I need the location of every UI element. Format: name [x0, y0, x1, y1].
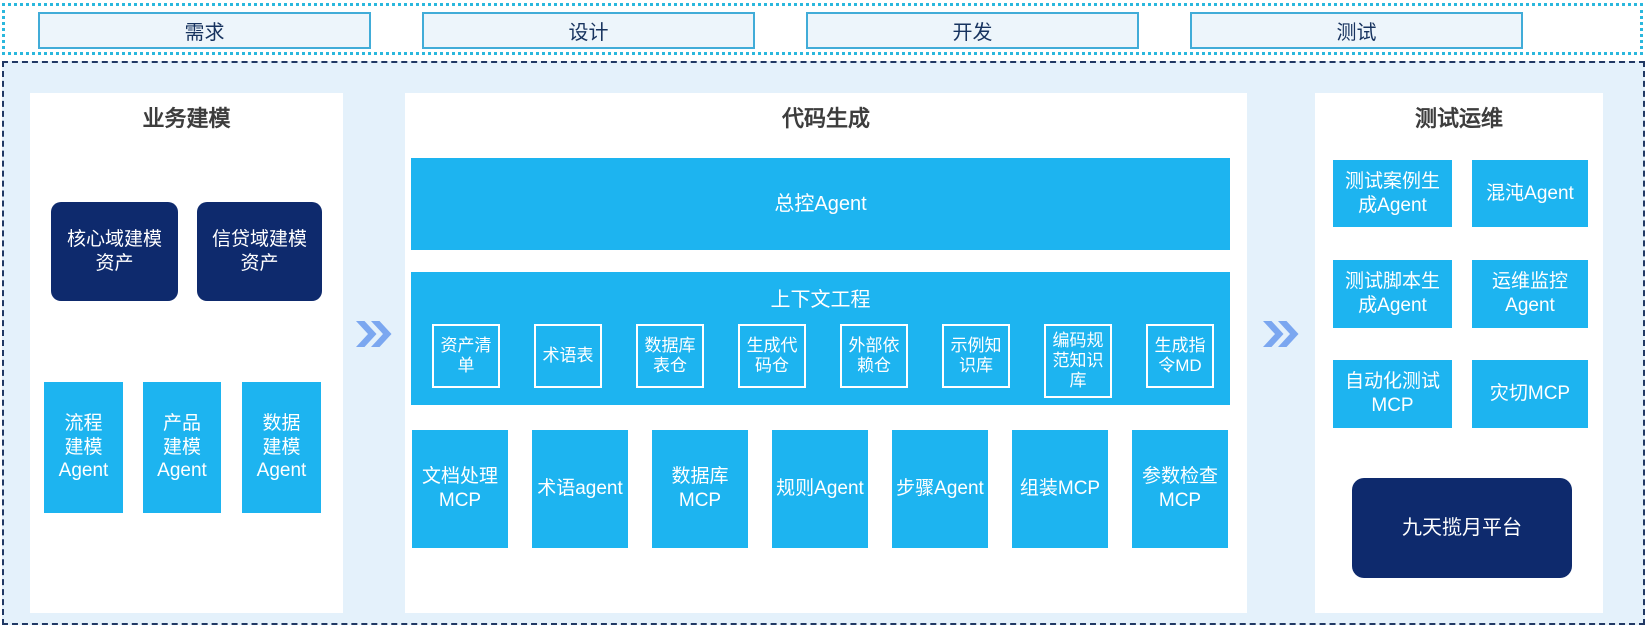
panel-code-generation: 代码生成 总控Agent 上下文工程 资产清 单 术语表 数据库 表仓 生成代 … [405, 93, 1247, 613]
box-rule-agent: 规则Agent [772, 430, 868, 548]
box-chaos-agent: 混沌Agent [1472, 160, 1588, 227]
box-process-modeling-agent: 流程 建模 Agent [44, 382, 123, 513]
box-parameter-check-mcp: 参数检查 MCP [1132, 430, 1228, 548]
box-ops-monitoring-agent: 运维监控 Agent [1472, 260, 1588, 328]
box-terminology-agent: 术语agent [532, 430, 628, 548]
context-engineering-title: 上下文工程 [770, 289, 871, 311]
box-test-case-generation-agent: 测试案例生 成Agent [1333, 160, 1452, 227]
box-disaster-switch-mcp: 灾切MCP [1472, 360, 1588, 428]
stage-design: 设计 [422, 12, 755, 49]
box-external-dependency-repo: 外部依 赖仓 [840, 324, 908, 388]
box-master-control-agent: 总控Agent [411, 158, 1230, 250]
box-database-table-repo: 数据库 表仓 [636, 324, 704, 388]
box-generated-code-repo: 生成代 码仓 [738, 324, 806, 388]
box-credit-domain-modeling-assets: 信贷域建模 资产 [197, 202, 322, 301]
box-data-modeling-agent: 数据 建模 Agent [242, 382, 321, 513]
box-generation-instruction-md: 生成指 令MD [1146, 324, 1214, 388]
box-automated-testing-mcp: 自动化测试 MCP [1333, 360, 1452, 428]
flow-arrow-icon [1263, 321, 1299, 347]
box-example-knowledge-base: 示例知 识库 [942, 324, 1010, 388]
box-core-domain-modeling-assets: 核心域建模 资产 [51, 202, 178, 301]
context-engineering-group: 上下文工程 资产清 单 术语表 数据库 表仓 生成代 码仓 外部依 赖仓 示例知… [411, 272, 1230, 405]
box-document-processing-mcp: 文档处理 MCP [412, 430, 508, 548]
box-glossary: 术语表 [534, 324, 602, 388]
box-asset-list: 资产清 单 [432, 324, 500, 388]
box-product-modeling-agent: 产品 建模 Agent [143, 382, 221, 513]
panel-title-business-modeling: 业务建模 [142, 106, 231, 131]
pipeline-stage-band: 需求 设计 开发 测试 [2, 3, 1643, 55]
box-jiutian-lanyue-platform: 九天揽月平台 [1352, 478, 1572, 578]
platform-container: 业务建模 核心域建模 资产 信贷域建模 资产 流程 建模 Agent 产品 建模… [2, 61, 1645, 625]
stage-requirements: 需求 [38, 12, 371, 49]
panel-title-code-generation: 代码生成 [781, 106, 870, 131]
flow-arrow-icon [356, 321, 392, 347]
box-assembly-mcp: 组装MCP [1012, 430, 1108, 548]
box-coding-standard-knowledge-base: 编码规 范知识 库 [1044, 324, 1112, 398]
stage-development: 开发 [806, 12, 1139, 49]
stage-testing: 测试 [1190, 12, 1523, 49]
panel-business-modeling: 业务建模 核心域建模 资产 信贷域建模 资产 流程 建模 Agent 产品 建模… [30, 93, 343, 613]
box-database-mcp: 数据库 MCP [652, 430, 748, 548]
panel-title-test-operations: 测试运维 [1414, 106, 1503, 131]
panel-test-operations: 测试运维 测试案例生 成Agent 混沌Agent 测试脚本生 成Agent 运… [1315, 93, 1603, 613]
box-step-agent: 步骤Agent [892, 430, 988, 548]
box-test-script-generation-agent: 测试脚本生 成Agent [1333, 260, 1452, 328]
